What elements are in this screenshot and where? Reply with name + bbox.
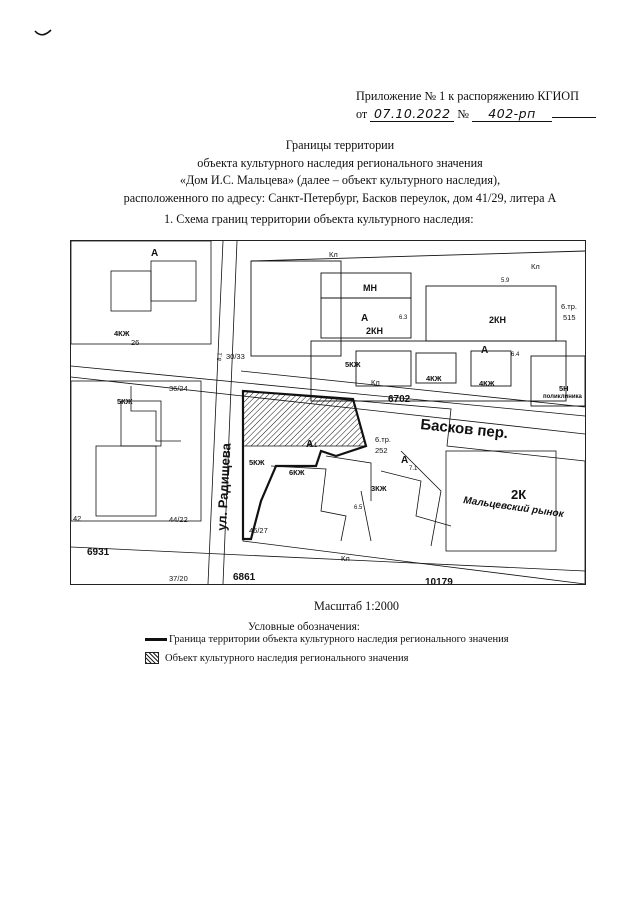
elevation-label: 7.1 (409, 466, 418, 472)
litera-label: А (481, 345, 488, 356)
address-label: 42 (73, 514, 81, 523)
map-scale: Масштаб 1:2000 (314, 599, 400, 613)
appendix-header: Приложение № 1 к распоряжению КГИОП от 0… (356, 87, 606, 123)
kl-label: Кл (371, 378, 380, 387)
legend-boundary: Граница территории объекта культурного н… (145, 634, 509, 645)
address-label: 46/27 (249, 526, 268, 535)
document-title: Границы территории объекта культурного н… (70, 137, 610, 207)
title-line-1: Границы территории (285, 138, 395, 152)
bldg-label: 5Н (559, 384, 569, 393)
elevation-label: 6.1 (309, 443, 318, 449)
title-line-4: расположенного по адресу: Санкт-Петербур… (123, 190, 557, 205)
bldg-label: МН (363, 283, 377, 293)
bldg-label: 4КЖ (114, 329, 130, 338)
quarter-6702: 6702 (388, 394, 411, 405)
street-baskov-label: Басков пер. (420, 416, 509, 442)
address-label: 30/33 (226, 352, 245, 361)
litera-label: А (361, 313, 368, 324)
quarter-6931: 6931 (87, 547, 110, 558)
kl-label: Кл (329, 250, 338, 259)
bldg-label: 6КЖ (289, 468, 305, 477)
address-label: 36/24 (169, 384, 188, 393)
number-underline (552, 117, 597, 118)
legend-object: Объект культурного наследия региональног… (145, 652, 408, 664)
elevation-label: 8.1 (217, 352, 224, 361)
order-date: 07.10.2022 (370, 107, 455, 122)
bldg-label: 6.тр. (561, 302, 577, 311)
bldg-label: 2КН (366, 326, 383, 336)
bldg-label: 515 (563, 313, 576, 322)
bldg-label: 6.тр. (375, 435, 391, 444)
bldg-label: 5КЖ (345, 360, 361, 369)
title-line-2: объекта культурного наследия регионально… (197, 155, 483, 170)
elevation-label: 6.4 (511, 352, 520, 358)
bldg-label: 2КН (489, 315, 506, 325)
address-label: 26 (131, 338, 139, 347)
quarter-6861: 6861 (233, 572, 256, 583)
bldg-label: 4КЖ (426, 374, 442, 383)
number-label: № (457, 107, 469, 121)
elevation-label: 5.9 (501, 278, 510, 284)
title-line-3: «Дом И.С. Мальцева» (далее – объект куль… (179, 173, 501, 187)
corner-mark-icon (34, 29, 52, 36)
address-label: 37/20 (169, 574, 188, 583)
boundary-line-icon (145, 638, 167, 641)
bldg-label: поликлиника (543, 394, 583, 400)
address-label: 44/22 (169, 515, 188, 524)
bldg-label: 5КЖ (249, 458, 265, 467)
kl-label: Кл (531, 262, 540, 271)
litera-label: А (401, 455, 408, 466)
from-label: от (356, 107, 368, 121)
appendix-date-line: от 07.10.2022 № 402-рп (356, 105, 606, 123)
section-heading: 1. Схема границ территории объекта культ… (164, 212, 474, 226)
appendix-line: Приложение № 1 к распоряжению КГИОП (356, 89, 579, 103)
order-number: 402-рп (472, 107, 553, 122)
bldg-label: 3КЖ (371, 484, 387, 493)
bldg-label: 4КЖ (479, 379, 495, 388)
hatched-swatch-icon (145, 652, 159, 664)
street-radishcheva-label: ул. Радищева (214, 442, 234, 531)
litera-label: А (306, 439, 313, 450)
bldg-label: 2К (511, 487, 526, 502)
litera-label: А (151, 248, 158, 259)
kl-label: Кл (341, 554, 350, 563)
boundary-map: Басков пер. ул. Радищева Мальцевский рын… (70, 240, 586, 585)
legend-boundary-label: Граница территории объекта культурного н… (169, 634, 509, 645)
legend-title: Условные обозначения: (248, 621, 360, 633)
bldg-label: 5КЖ (117, 397, 133, 406)
elevation-label: 6.5 (354, 505, 363, 511)
quarter-10179: 10179 (425, 577, 453, 584)
legend-object-label: Объект культурного наследия региональног… (165, 652, 409, 664)
bldg-label: 252 (375, 446, 388, 455)
elevation-label: 6.3 (399, 315, 408, 321)
